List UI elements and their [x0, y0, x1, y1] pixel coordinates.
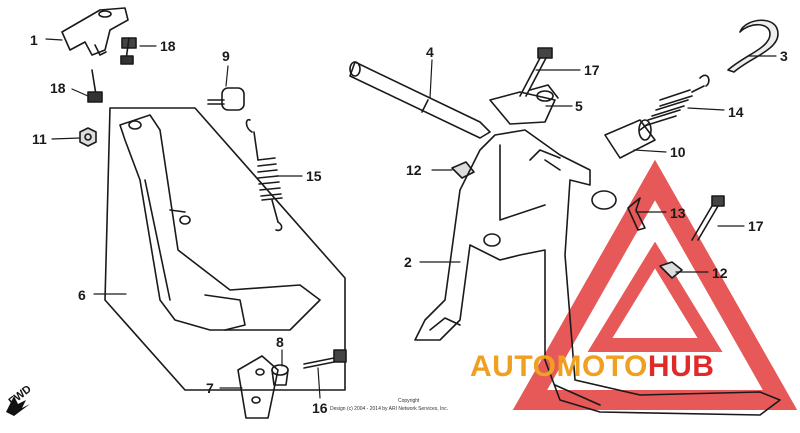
part-9-pin	[207, 87, 245, 111]
callout-17-lower: 17	[748, 218, 764, 234]
part-11-nut	[79, 127, 97, 147]
callout-17-upper: 17	[584, 62, 600, 78]
copyright-line-2: Design (c) 2004 - 2014 by ARI Network Se…	[330, 406, 449, 412]
watermark-text-secondary: HUB	[647, 350, 715, 383]
callout-11: 11	[32, 131, 47, 147]
part-16-bolt	[303, 349, 347, 369]
part-10-collar	[604, 119, 656, 159]
fwd-arrow-icon	[6, 396, 30, 416]
part-3-hook	[727, 19, 779, 73]
part-18-bolt-lower	[87, 69, 103, 103]
part-13-cotter-pin	[627, 197, 646, 231]
callout-18-lower: 18	[50, 80, 66, 96]
leader-lines	[45, 38, 777, 399]
callout-5: 5	[575, 98, 583, 114]
part-6-side-stand-box	[104, 107, 346, 391]
part-14-spring	[639, 74, 710, 131]
part-18-bolt-upper	[120, 37, 137, 65]
copyright-line-1: Copyright	[398, 398, 420, 404]
callout-14: 14	[728, 104, 744, 120]
watermark-logo: AUTOMOTOHUB	[470, 350, 714, 384]
callout-2: 2	[404, 254, 412, 270]
callout-6: 6	[78, 287, 86, 303]
part-7-bracket	[237, 355, 279, 419]
callout-10: 10	[670, 144, 686, 160]
callout-3: 3	[780, 48, 788, 64]
callout-12-upper: 12	[406, 162, 422, 178]
callout-9: 9	[222, 48, 230, 64]
callout-16: 16	[312, 400, 328, 416]
part-1-bracket	[61, 7, 129, 56]
callout-4: 4	[426, 44, 434, 60]
callout-7: 7	[206, 380, 214, 396]
callout-18-upper: 18	[160, 38, 176, 54]
part-8-collar	[271, 364, 289, 386]
part-12-nut-lower	[659, 261, 683, 279]
watermark-triangle	[512, 159, 798, 410]
callout-8: 8	[276, 334, 284, 350]
part-5-collar	[489, 84, 559, 125]
callout-1: 1	[30, 32, 38, 48]
part-2-main-stand	[414, 129, 781, 416]
watermark-text-primary: AUTOMOTO	[470, 350, 648, 383]
callout-13: 13	[670, 205, 686, 221]
part-15-spring	[245, 118, 283, 232]
part-4-shaft	[349, 61, 491, 139]
callout-12-lower: 12	[712, 265, 728, 281]
callout-15: 15	[306, 168, 322, 184]
part-17-bolt-lower	[691, 195, 725, 241]
